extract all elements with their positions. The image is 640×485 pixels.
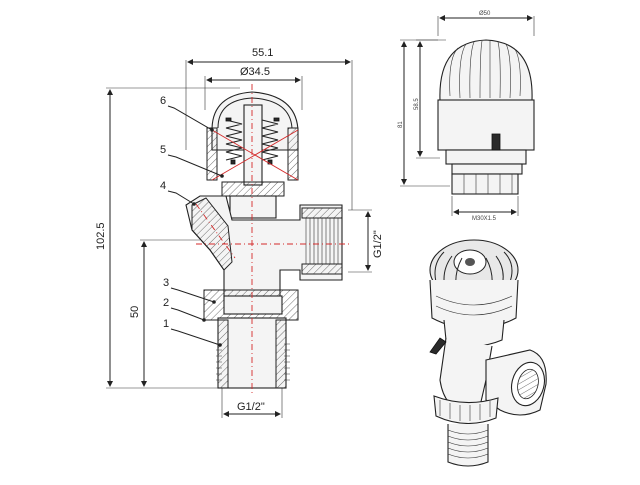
callout-1: 1	[163, 318, 222, 347]
overall-width-dimension: 55.1	[185, 47, 353, 210]
callout-6: 6	[160, 95, 214, 132]
head-width-label: Ø50	[479, 11, 491, 17]
nut-thread-label: M30X1.5	[472, 216, 497, 222]
svg-text:4: 4	[160, 180, 166, 192]
overall-height-dimension: 102.5	[95, 87, 240, 389]
head-height-inner-label: 58.5	[414, 98, 420, 110]
svg-text:6: 6	[160, 95, 166, 107]
inlet-height-dimension: 50	[129, 239, 200, 387]
outlet-thread-dimension: G1/2"	[348, 209, 384, 273]
spring-coils	[225, 117, 280, 165]
head-diameter-dimension: Ø34.5	[204, 66, 303, 110]
inlet-thread-label: G1/2"	[237, 401, 265, 413]
svg-text:2: 2	[163, 297, 169, 309]
overall-height-label: 102.5	[95, 222, 107, 250]
outlet-thread-lines	[305, 218, 339, 264]
overall-width-label: 55.1	[252, 47, 273, 59]
callout-2: 2	[163, 297, 206, 322]
iso-inlet-thread	[447, 429, 489, 459]
callout-4: 4	[160, 180, 196, 206]
callout-5: 5	[160, 144, 224, 178]
thermostatic-head-section	[206, 91, 299, 219]
section-view: 55.1 Ø34.5 102.5 50 G1/2"	[95, 47, 384, 418]
inlet-thread-dimension: G1/2"	[221, 388, 283, 418]
isometric-view	[429, 239, 547, 467]
svg-text:3: 3	[163, 277, 169, 289]
outlet-thread-label: G1/2"	[372, 230, 384, 258]
inlet-height-label: 50	[129, 306, 141, 318]
center-lines	[195, 84, 350, 395]
callout-3: 3	[163, 277, 216, 304]
head-side-view: Ø50 81 58.5 M30X1.5	[398, 11, 535, 222]
head-diameter-label: Ø34.5	[240, 66, 270, 78]
iso-knob-ribs	[434, 251, 513, 299]
svg-text:5: 5	[160, 144, 166, 156]
svg-text:1: 1	[163, 318, 169, 330]
knob-ribs	[449, 40, 521, 99]
head-height-outer-label: 81	[398, 121, 404, 128]
valve-body-section	[185, 195, 343, 389]
